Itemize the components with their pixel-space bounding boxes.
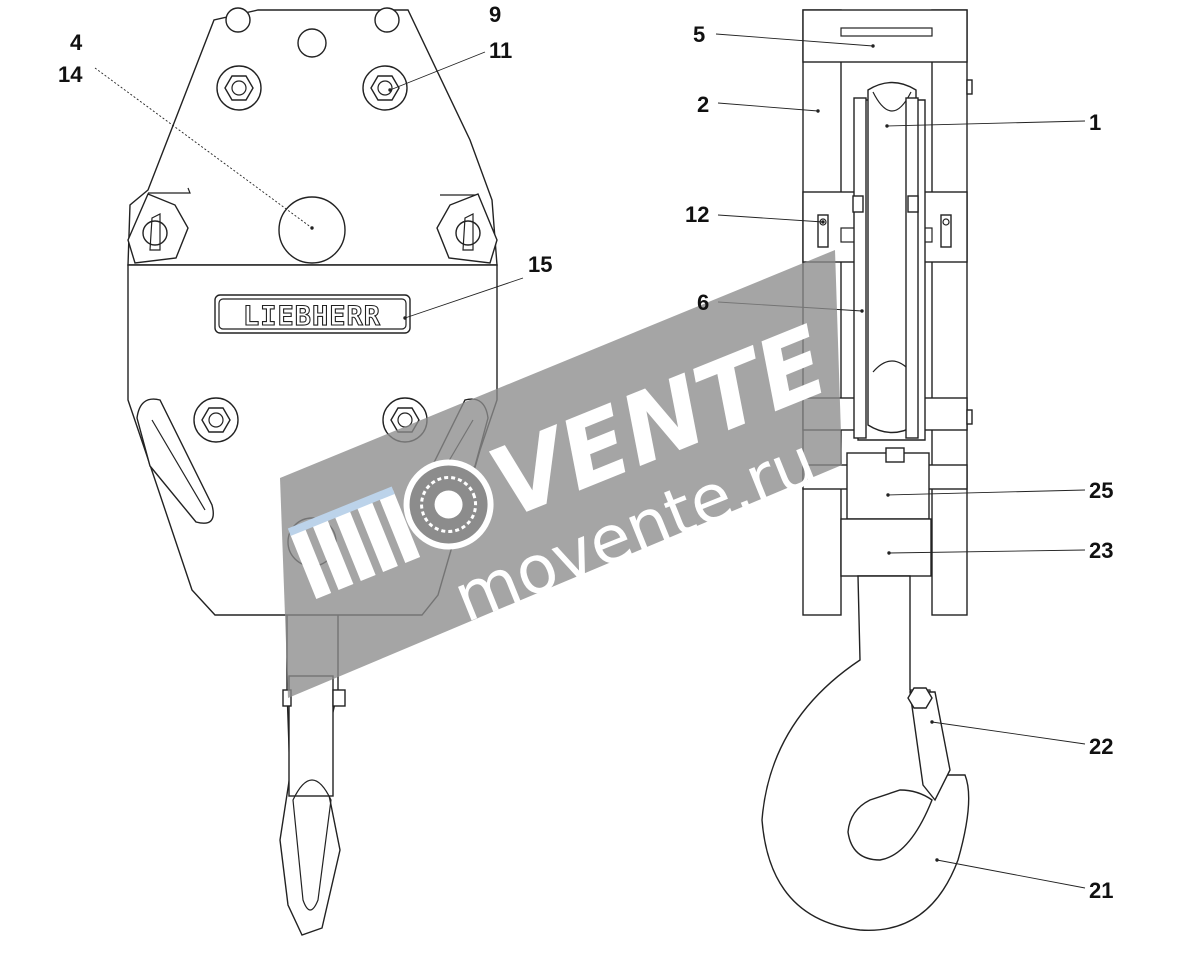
leader-lines (94, 33, 1086, 889)
clip-left (817, 214, 829, 248)
sheave (852, 81, 926, 441)
callout-11: 11 (489, 38, 512, 63)
safety-latch (909, 691, 951, 802)
center-top-pin (297, 28, 327, 58)
callout-12: 12 (685, 202, 709, 227)
callout-labels: 4 14 9 11 15 5 2 1 12 6 25 23 22 21 (58, 2, 1113, 903)
callout-14: 14 (58, 62, 83, 87)
liebherr-logo-text: LIEBHERR (243, 301, 381, 332)
watermark-m-mark (287, 486, 421, 599)
liebherr-logo-plate: LIEBHERR (214, 294, 411, 334)
callout-9: 9 (489, 2, 501, 27)
nut-upper-right (362, 65, 408, 111)
callout-15: 15 (528, 252, 552, 277)
side-pin-left (127, 193, 189, 264)
callout-23: 23 (1089, 538, 1113, 563)
callout-5: 5 (693, 22, 705, 47)
watermark-band (280, 250, 842, 698)
watermark-wheel-icon (403, 459, 494, 550)
nut-lower-left (193, 397, 239, 443)
callout-21: 21 (1089, 878, 1113, 903)
callout-4: 4 (70, 30, 83, 55)
side-plate-right (931, 9, 968, 616)
side-view (761, 9, 973, 931)
callout-1: 1 (1089, 110, 1101, 135)
main-axle (278, 196, 346, 264)
nut-upper-left (216, 65, 262, 111)
callout-22: 22 (1089, 734, 1113, 759)
clip-right (940, 214, 952, 248)
callout-2: 2 (697, 92, 709, 117)
callout-6: 6 (697, 290, 709, 315)
side-pin-right (436, 193, 498, 264)
crosshead (846, 452, 930, 520)
callout-25: 25 (1089, 478, 1113, 503)
side-hook (761, 575, 970, 931)
top-pin-left (225, 7, 251, 33)
watermark: VENTE movente.ru (280, 250, 843, 698)
top-pin-right (374, 7, 400, 33)
thrust-bearing-housing (840, 518, 932, 577)
